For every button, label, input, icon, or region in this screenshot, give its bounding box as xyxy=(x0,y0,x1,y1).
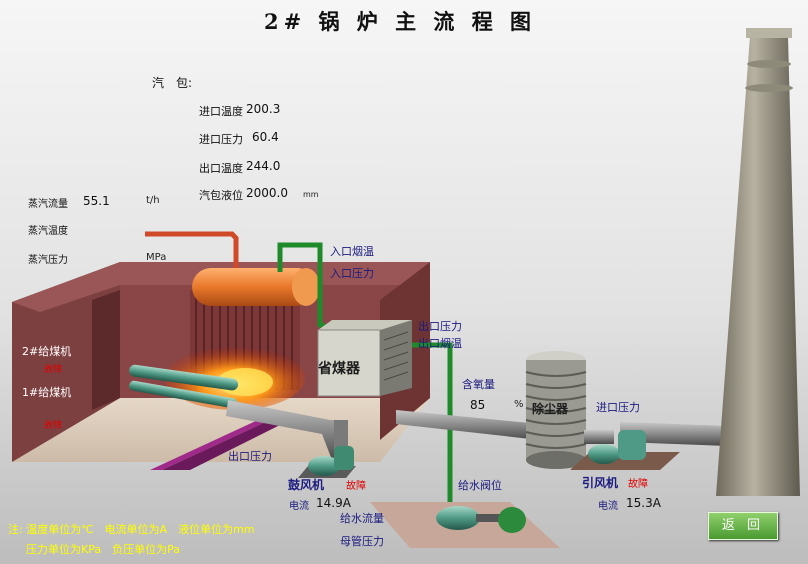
feed-pump-motor xyxy=(498,507,526,533)
chimney-ring-1 xyxy=(747,60,791,68)
economizer-body xyxy=(317,329,381,397)
chimney-top xyxy=(746,28,792,38)
oxygen-value: 85 xyxy=(470,398,486,412)
steam-drum-end xyxy=(292,268,320,306)
stack-inlet-duct xyxy=(620,422,728,446)
economizer-side xyxy=(380,320,412,396)
steam-outlet-pipe xyxy=(145,231,239,272)
drum-inlet-temp-label: 进口温度 xyxy=(199,105,243,118)
dust-collector-bands xyxy=(525,371,587,449)
drum-inlet-temp-value: 200.3 xyxy=(246,102,281,116)
blower-current-label: 电流 xyxy=(289,501,309,512)
page-title: 2# 锅 炉 主 流 程 图 xyxy=(263,9,537,34)
back-button[interactable]: 返 回 xyxy=(708,512,778,540)
coal-feeder-1-label: 1#给煤机 xyxy=(22,386,72,399)
induced-fan-motor xyxy=(588,444,620,464)
units-note-line-2: 压力单位为KPa 负压单位为Pa xyxy=(26,543,180,556)
blower-status: 故障 xyxy=(346,481,366,492)
furnace-top-edge xyxy=(12,262,430,312)
induced-fan-name: 引风机 xyxy=(582,476,619,490)
steam-flow-label: 蒸汽流量 xyxy=(28,199,68,210)
steam-temp-label: 蒸汽温度 xyxy=(28,226,68,237)
chimney-ring-2 xyxy=(745,84,793,92)
steam-drum xyxy=(192,268,316,306)
units-note-line-1: 注: 温度单位为℃ 电流单位为A 液位单位为mm xyxy=(8,523,255,536)
main-flue-duct xyxy=(396,410,540,440)
drum-inlet-pressure-label: 进口压力 xyxy=(199,133,243,146)
blower-name: 鼓风机 xyxy=(288,478,325,492)
coal-feeder-pipe-2 xyxy=(129,364,239,391)
drum-outlet-temp-label: 出口温度 xyxy=(199,162,243,175)
drum-inlet-pressure-value: 60.4 xyxy=(252,130,279,144)
coal-feeder-2-status: 故障 xyxy=(44,365,63,375)
drum-level-label: 汽包液位 xyxy=(199,189,243,202)
induced-fan-status: 故障 xyxy=(628,479,648,490)
economizer-grid xyxy=(383,331,409,381)
steam-pressure-label: 蒸汽压力 xyxy=(28,255,68,266)
ash-channel xyxy=(150,420,270,470)
induced-fan-current-label: 电流 xyxy=(598,501,618,512)
coal-feeder-pipe-1 xyxy=(129,380,238,409)
economizer-name: 省煤器 xyxy=(318,361,360,377)
blower-housing xyxy=(334,446,354,470)
tube-lines xyxy=(195,290,293,390)
steam-flow-unit: t/h xyxy=(146,195,160,206)
furnace-outlet-pressure: 出口压力 xyxy=(228,450,272,463)
feedwater-valve-label: 给水阀位 xyxy=(458,479,502,492)
feed-pump-shaft xyxy=(476,514,506,522)
economizer-outlet-smoke-temp: 出口烟温 xyxy=(418,337,462,350)
furnace-flue-duct xyxy=(226,400,346,460)
economizer-inlet-pressure: 入口压力 xyxy=(330,267,374,280)
steam-flow-value: 55.1 xyxy=(83,194,110,208)
drum-header: 汽 包: xyxy=(152,76,193,90)
dust-collector-inlet-pressure: 进口压力 xyxy=(596,401,640,414)
coal-feeder-1-status: 故障 xyxy=(44,421,63,431)
drum-level-value: 2000.0 xyxy=(246,186,288,200)
coal-feeder-2-label: 2#给煤机 xyxy=(22,345,72,358)
oxygen-unit: % xyxy=(514,399,524,410)
drum-level-unit: mm xyxy=(303,190,319,199)
header-pressure-label: 母管压力 xyxy=(340,535,384,548)
chimney xyxy=(716,36,800,496)
dust-outlet-duct xyxy=(584,430,614,444)
blower-motor xyxy=(308,456,340,476)
feedwater-flow-label: 给水流量 xyxy=(340,512,384,525)
oxygen-label: 含氧量 xyxy=(462,378,495,391)
feedwater-pipe xyxy=(277,242,453,510)
ash-channel-shadow xyxy=(162,420,290,470)
furnace-left-wall-inner xyxy=(92,290,120,410)
dust-collector-name: 除尘器 xyxy=(532,402,569,416)
economizer-outlet-pressure: 出口压力 xyxy=(418,320,462,333)
induced-fan-current-value: 15.3A xyxy=(626,496,661,510)
economizer-inlet-smoke-temp: 入口烟温 xyxy=(330,245,374,258)
drum-outlet-temp-value: 244.0 xyxy=(246,159,281,173)
feed-pump-body xyxy=(436,506,480,530)
blower-current-value: 14.9A xyxy=(316,496,351,510)
furnace-floor xyxy=(12,398,430,462)
induced-fan-housing xyxy=(618,430,646,460)
steam-pressure-unit: MPa xyxy=(146,252,167,263)
dust-collector-bottom xyxy=(526,451,586,469)
